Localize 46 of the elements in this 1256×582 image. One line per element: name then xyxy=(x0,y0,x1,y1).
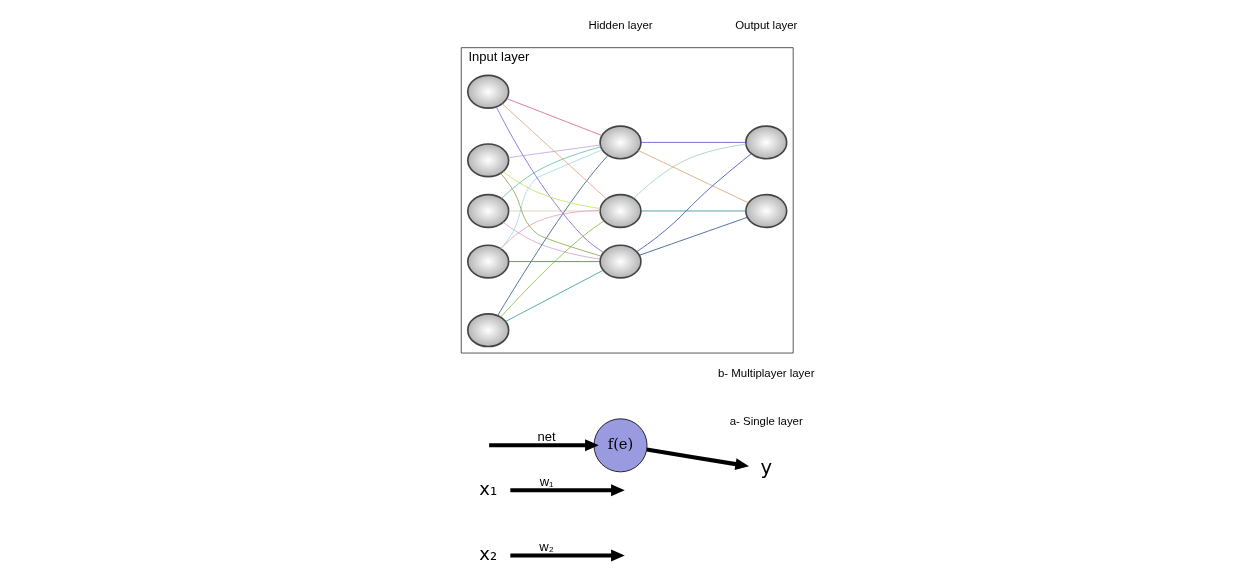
edge-label: w₂ xyxy=(538,539,554,555)
label: Hidden layer xyxy=(587,19,653,32)
connector xyxy=(495,106,604,253)
node-text: x₁ xyxy=(478,477,497,499)
connector xyxy=(640,210,746,212)
node-circle xyxy=(466,193,509,229)
node-text: x₂ xyxy=(478,543,497,565)
arrow xyxy=(509,484,625,497)
label: a- Single layer xyxy=(729,414,803,427)
node-circle xyxy=(598,193,642,229)
connector xyxy=(506,98,602,136)
connector xyxy=(501,103,607,200)
arrow xyxy=(509,549,625,562)
connector xyxy=(499,220,604,318)
node-circle: f(e) xyxy=(593,418,647,473)
node-circle xyxy=(744,193,787,229)
connector xyxy=(638,216,748,256)
node-circle xyxy=(744,125,787,160)
connector xyxy=(632,143,746,199)
label: b- Multiplayer layer xyxy=(717,367,814,380)
connector xyxy=(496,154,608,317)
cluster: Input layer xyxy=(460,47,794,354)
connector xyxy=(507,261,600,263)
arrow xyxy=(488,439,599,452)
connector xyxy=(500,149,603,250)
node-circle xyxy=(598,125,642,160)
connector xyxy=(504,269,603,322)
edge-label: net xyxy=(537,429,556,445)
node-circle xyxy=(598,244,642,279)
connector xyxy=(636,153,752,252)
node-text: y xyxy=(759,456,772,480)
arrow xyxy=(645,447,749,470)
connector xyxy=(502,171,600,209)
connector xyxy=(507,144,601,159)
node-circle xyxy=(466,244,509,279)
connector xyxy=(507,210,600,212)
label: Output layer xyxy=(734,19,797,32)
connector xyxy=(637,150,749,204)
node-circle xyxy=(466,74,509,109)
connector xyxy=(502,221,600,260)
connector xyxy=(500,146,601,199)
node-circle xyxy=(466,313,509,348)
node-circle xyxy=(466,143,509,178)
edge-label: w₁ xyxy=(539,473,554,489)
connector xyxy=(499,173,601,257)
connector xyxy=(640,142,746,143)
